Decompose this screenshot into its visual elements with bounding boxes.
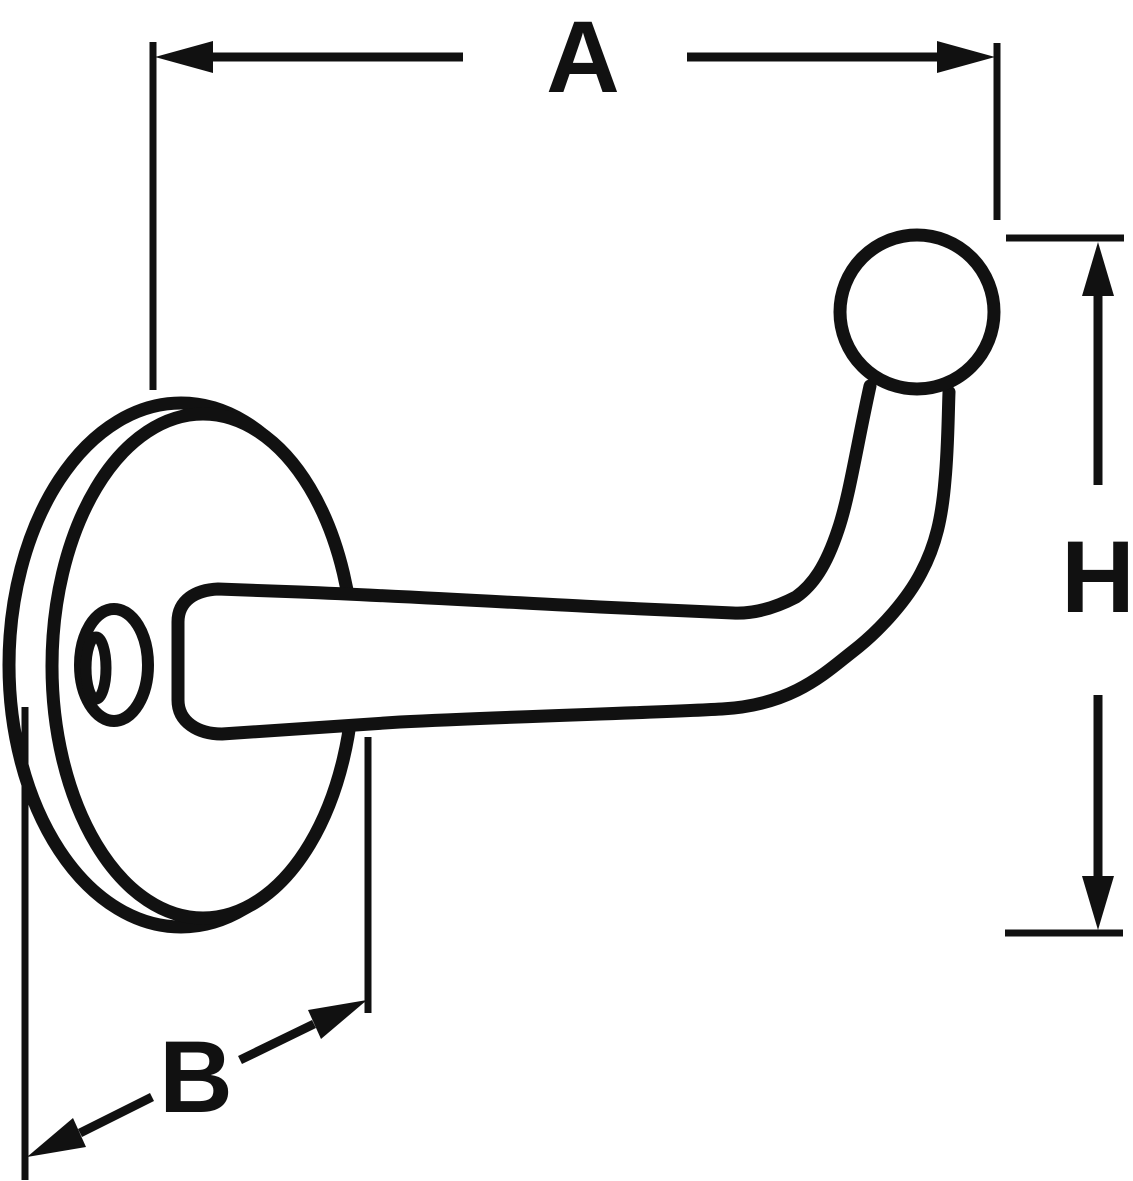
arrowhead-right-icon xyxy=(937,41,995,73)
arm-fill-mask xyxy=(178,386,949,734)
dimension-b: B xyxy=(21,707,372,1180)
screw-hole-inner xyxy=(80,631,112,705)
arrowhead-upper-right-icon xyxy=(308,1000,367,1039)
ball-end xyxy=(833,228,1001,396)
arrowhead-lower-left-icon xyxy=(27,1118,86,1157)
dimension-h-label: H xyxy=(1061,520,1133,634)
arrowhead-left-icon xyxy=(155,41,213,73)
dimension-a: A xyxy=(149,0,1001,390)
arm-outline xyxy=(171,379,956,741)
dimension-b-line-lower xyxy=(77,1092,155,1138)
dimension-b-line-upper xyxy=(238,1019,316,1065)
arrowhead-up-icon xyxy=(1082,242,1114,296)
dimension-a-label: A xyxy=(546,0,620,114)
hook-body xyxy=(2,228,1001,934)
dimension-b-label: B xyxy=(159,1020,233,1134)
arrowhead-down-icon xyxy=(1082,876,1114,930)
dimension-h: H xyxy=(1005,234,1133,937)
